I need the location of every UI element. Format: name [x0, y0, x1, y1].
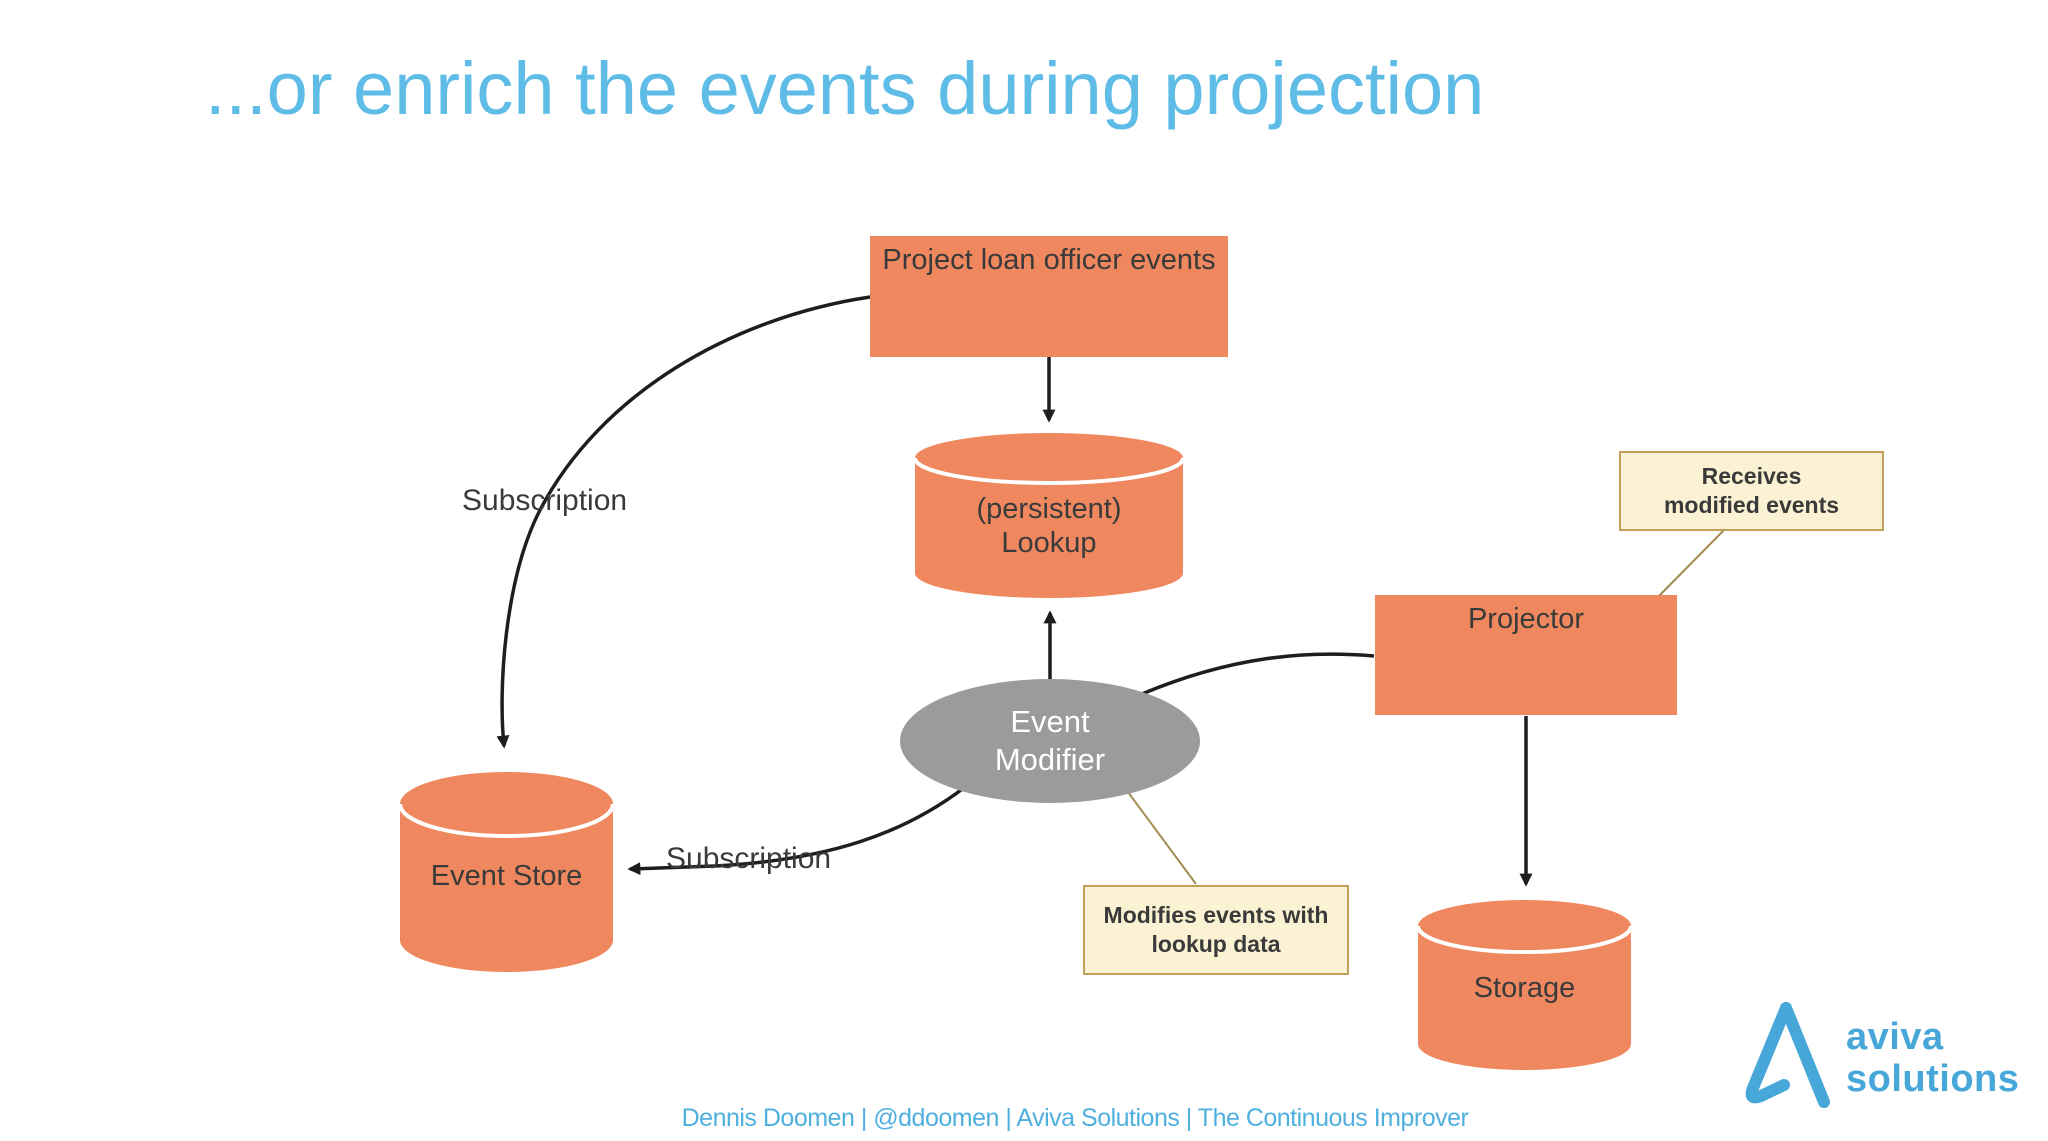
- note-line-receives: [1655, 527, 1727, 600]
- projector-label: Projector: [1467, 603, 1585, 635]
- lookup-cylinder: (persistent) Lookup: [915, 433, 1183, 598]
- cylinder-shape: [400, 772, 613, 972]
- aviva-wordmark-line2: solutions: [1846, 1058, 2020, 1100]
- storage-cylinder: Storage: [1418, 900, 1631, 1070]
- note-line-modifies: [1121, 783, 1197, 885]
- storage-label: Storage: [1473, 972, 1576, 1004]
- aviva-wordmark-line1: aviva: [1846, 1016, 1944, 1058]
- aviva-logo: aviva solutions: [1742, 998, 2032, 1118]
- aviva-triangle-icon: [1745, 1002, 1830, 1108]
- label-subscription-bottom: Subscription: [666, 842, 832, 875]
- edge-subscription-top: [496, 295, 871, 749]
- projector-box: Projector: [1375, 595, 1677, 715]
- footer-credits: Dennis Doomen | @ddoomen | Aviva Solutio…: [681, 1104, 1469, 1132]
- label-subscription-top: Subscription: [462, 484, 628, 517]
- cylinder-shape: [915, 433, 1183, 598]
- project-events-box: Project loan officer events: [870, 236, 1228, 357]
- note-receives: Receives modified events: [1619, 451, 1884, 531]
- aviva-wordmark: aviva solutions: [1834, 998, 2019, 1100]
- event-store-label: Event Store: [430, 860, 583, 892]
- note-modifies: Modifies events with lookup data: [1083, 885, 1349, 975]
- lookup-label: (persistent) Lookup: [976, 492, 1122, 559]
- cylinder-shape: [1418, 900, 1631, 1070]
- slide-title: ...or enrich the events during projectio…: [205, 47, 1485, 130]
- event-modifier-ellipse: Event Modifier: [900, 679, 1200, 803]
- project-events-label: Project loan officer events: [882, 244, 1216, 276]
- edge-modifier-to-projector: [1141, 652, 1375, 696]
- event-store-cylinder: Event Store: [400, 772, 613, 972]
